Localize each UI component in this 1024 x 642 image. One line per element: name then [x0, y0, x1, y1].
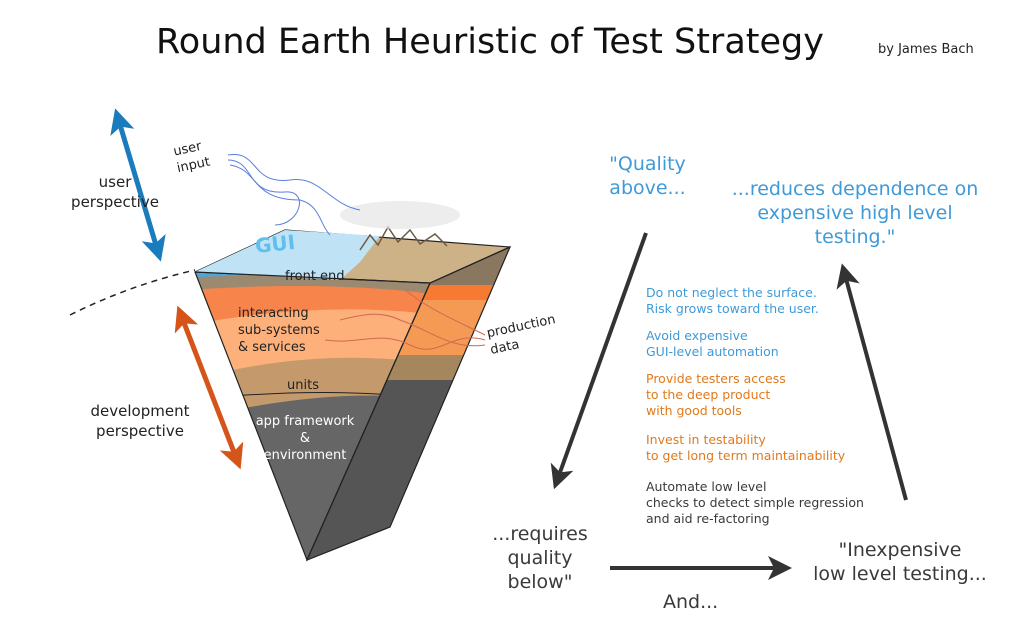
requires-quality-below-text: ...requires quality below" [475, 522, 605, 594]
tip-automate-low-level: Automate low level checks to detect simp… [646, 479, 864, 527]
text-line: above... [609, 177, 686, 199]
label-line: interacting [238, 306, 309, 321]
quality-above-text: "Quality above... [590, 152, 705, 200]
text-line: "Quality [609, 153, 686, 175]
tip-testability: Invest in testability to get long term m… [646, 432, 845, 464]
label-line: environment [263, 448, 347, 463]
byline: by James Bach [878, 42, 974, 57]
tip-line: with good tools [646, 403, 742, 418]
text-line: below" [507, 571, 573, 593]
text-line: ...reduces dependence on [731, 178, 979, 200]
text-line: "Inexpensive [838, 539, 962, 561]
label-line: development [90, 402, 190, 420]
tip-line: to get long term maintainability [646, 448, 846, 463]
and-text: And... [663, 591, 719, 613]
text-line: ...requires [492, 523, 588, 545]
gui-label: GUI [253, 229, 297, 259]
gui-sea [195, 230, 380, 280]
tip-line: and aid re-factoring [646, 511, 770, 526]
user-input-waves [227, 154, 361, 236]
tip-line: GUI-level automation [646, 344, 779, 359]
label-line: user [98, 173, 132, 191]
tip-tester-access: Provide testers access to the deep produ… [646, 371, 786, 419]
tip-surface: Do not neglect the surface. Risk grows t… [646, 285, 819, 317]
inexpensive-testing-text: "Inexpensive low level testing... [795, 538, 1005, 586]
tip-line: checks to detect simple regression [646, 495, 864, 510]
production-data-waves [324, 289, 486, 350]
tip-avoid-gui-automation: Avoid expensive GUI-level automation [646, 328, 779, 360]
development-perspective-label: development perspective [80, 401, 200, 441]
arrow-down-left [550, 232, 648, 490]
label-line: & services [238, 340, 306, 355]
arrow-up [836, 263, 908, 501]
mountains [359, 225, 448, 251]
text-line: expensive high level [757, 202, 953, 224]
text-line: low level testing... [813, 563, 987, 585]
text-line: testing." [814, 226, 896, 248]
clouds [340, 201, 460, 229]
units-label: units [287, 378, 319, 393]
tip-line: to the deep product [646, 387, 771, 402]
user-perspective-label: user perspective [70, 172, 160, 212]
page-title: Round Earth Heuristic of Test Strategy [156, 22, 824, 62]
tip-line: Avoid expensive [646, 328, 748, 343]
front-end-label: front end [285, 269, 345, 284]
tip-line: Do not neglect the surface. [646, 285, 817, 300]
tip-line: Invest in testability [646, 432, 766, 447]
reduces-dependence-text: ...reduces dependence on expensive high … [710, 177, 1000, 249]
label-line: perspective [96, 422, 184, 440]
framework-label: app framework & environment [250, 413, 360, 464]
tip-line: Risk grows toward the user. [646, 301, 819, 316]
interacting-label: interacting sub-systems & services [238, 305, 320, 356]
text-line: quality [507, 547, 573, 569]
tip-line: Provide testers access [646, 371, 786, 386]
label-line: app framework [255, 414, 355, 429]
label-line: perspective [71, 193, 159, 211]
tip-line: Automate low level [646, 479, 767, 494]
label-line: sub-systems [238, 323, 320, 338]
user-perspective-arrow [110, 108, 166, 262]
label-line: & [299, 431, 311, 446]
earth-curve-dashed [69, 269, 196, 316]
development-perspective-arrow [174, 305, 244, 470]
user-input-label: user input [172, 137, 212, 177]
